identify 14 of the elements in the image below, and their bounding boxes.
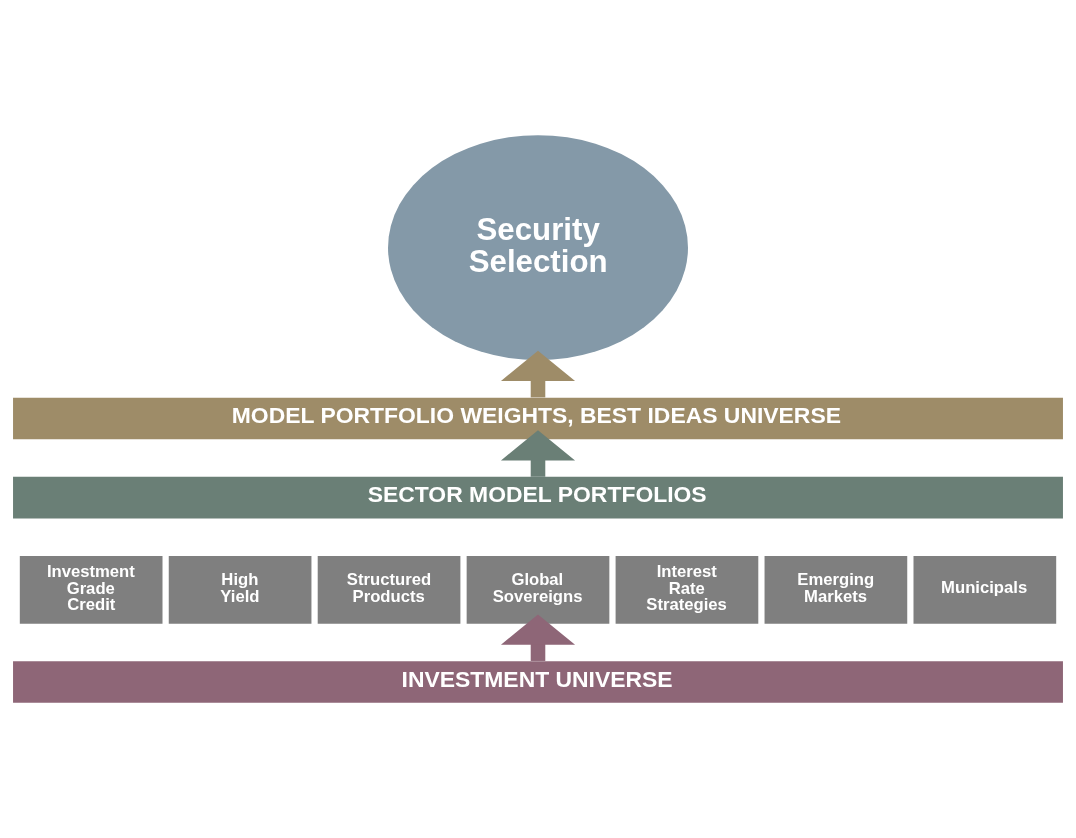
node-box: Structured Products [317,555,461,624]
arrow [500,430,576,477]
node-box: SECTOR MODEL PORTFOLIOS [13,476,1063,519]
node-box: High Yield [168,555,312,624]
arrow [500,614,576,661]
node-box: Emerging Markets [764,555,908,624]
arrow [500,350,576,398]
node-ellipse: Security Selection [388,135,688,361]
node-box: Interest Rate Strategies [615,555,759,624]
node-box: Global Sovereigns [466,555,610,624]
node-box: MODEL PORTFOLIO WEIGHTS, BEST IDEAS UNIVERSE [13,397,1063,440]
node-box: INVESTMENT UNIVERSE [13,661,1063,703]
node-box: Municipals [913,555,1057,624]
node-box: Investment Grade Credit [19,555,163,624]
